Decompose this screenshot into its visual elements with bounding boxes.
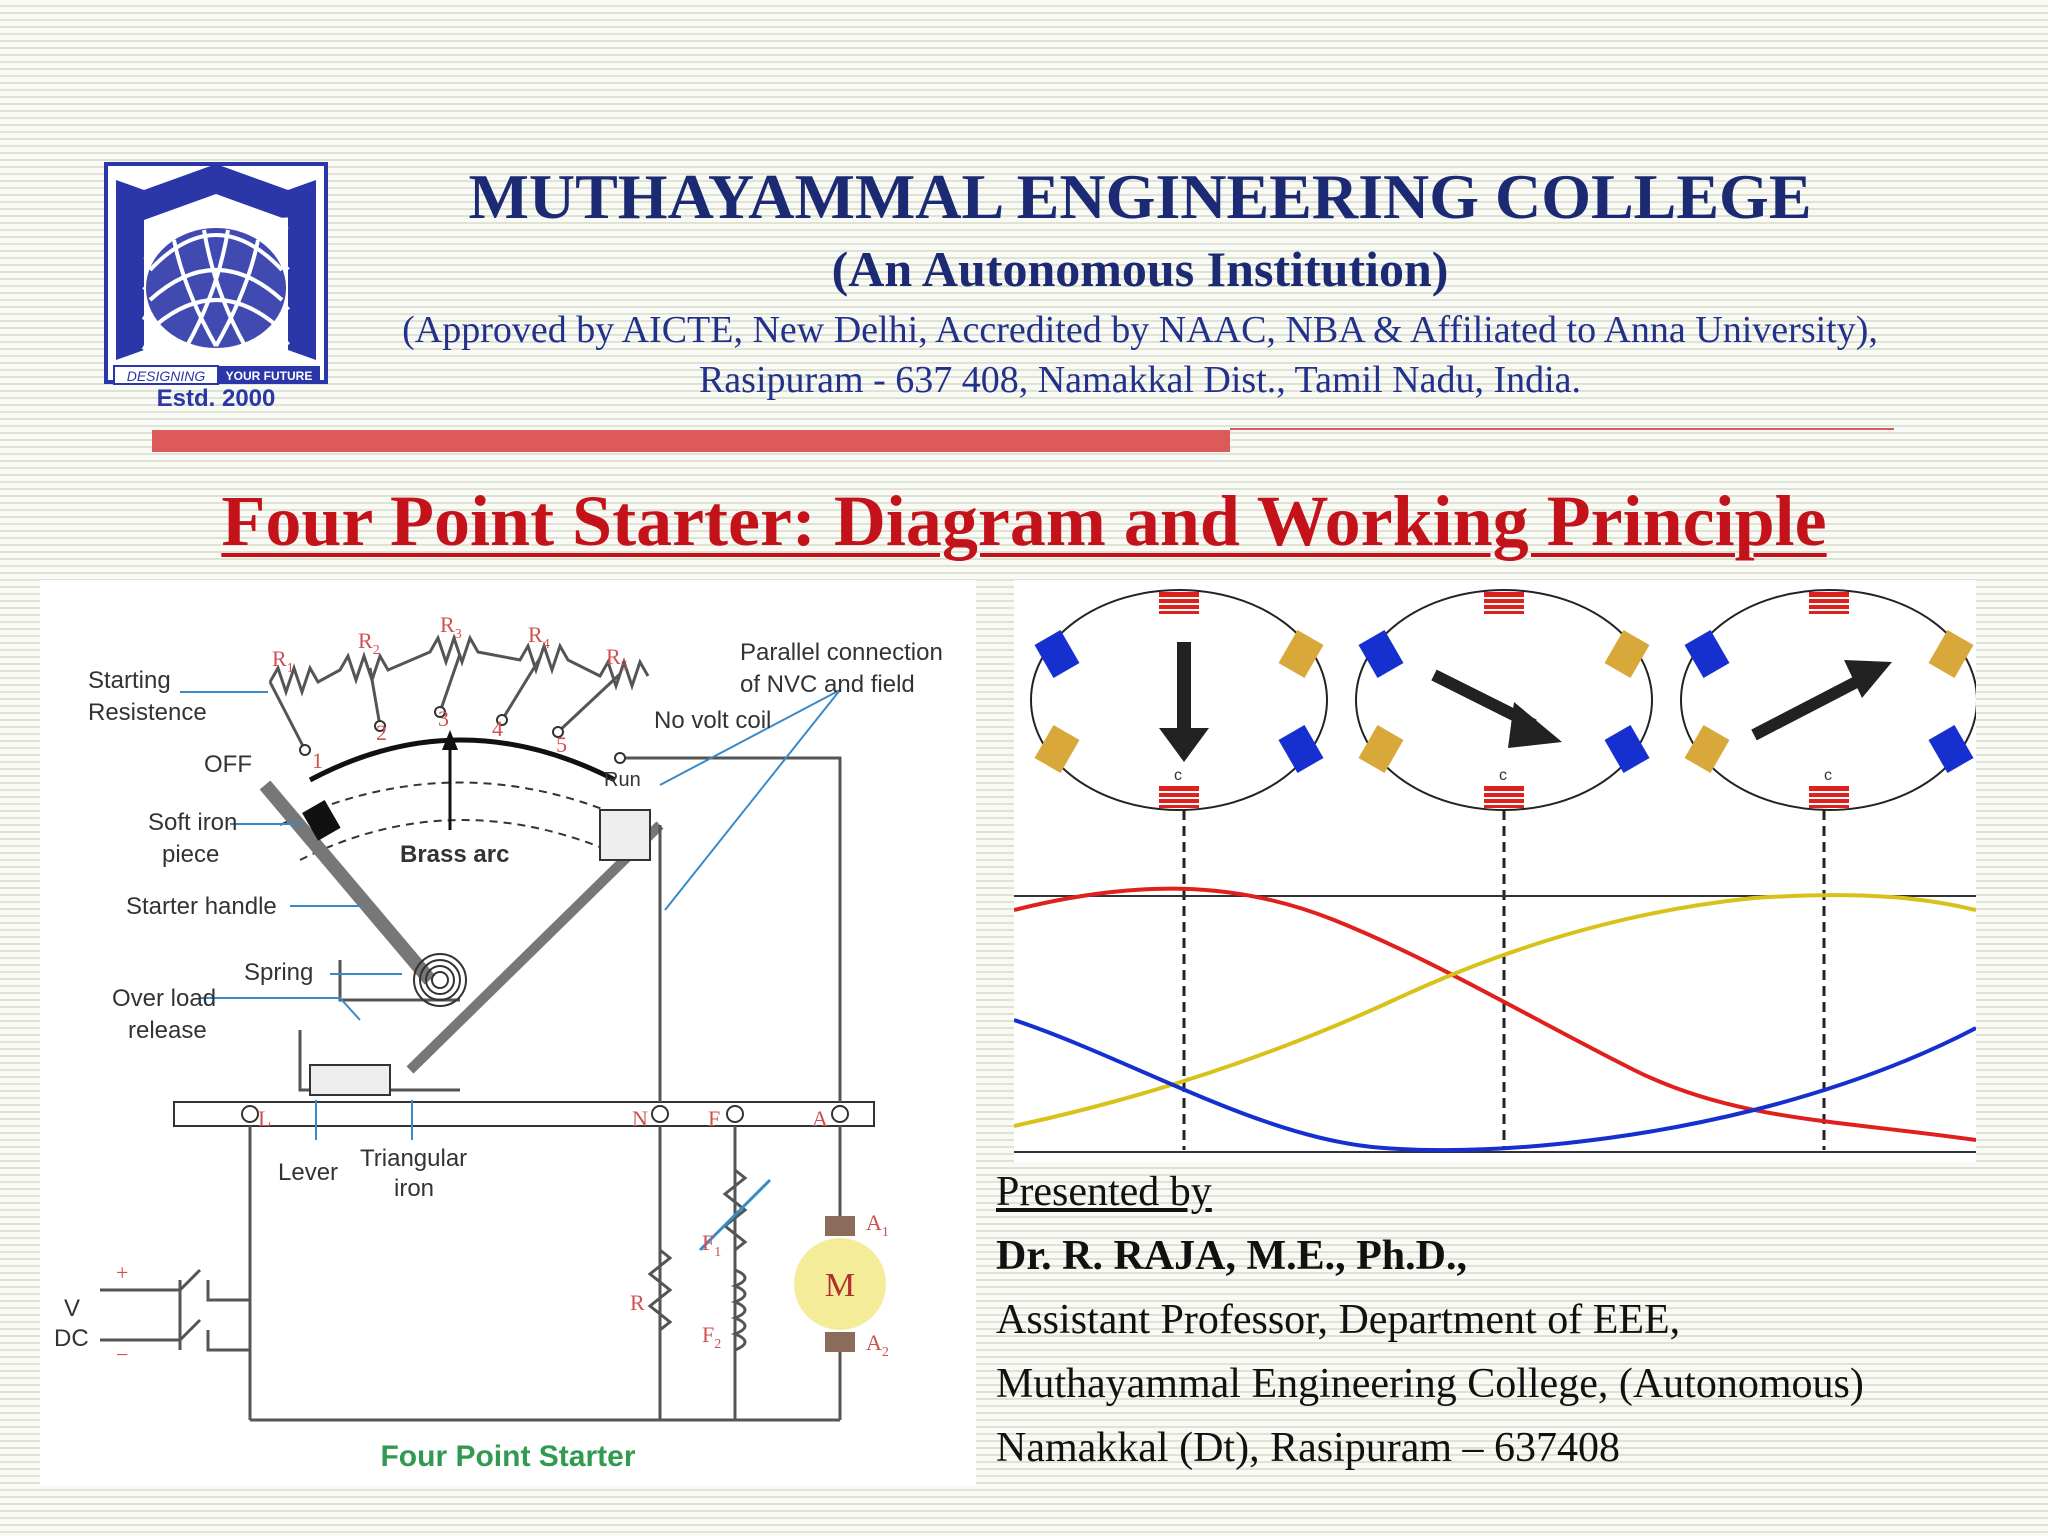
slide-title: Four Point Starter: Diagram and Working …: [221, 481, 1827, 561]
label-starting: Starting: [88, 667, 171, 694]
institution-type: (An Autonomous Institution): [831, 241, 1449, 297]
field-arrow-1: [1159, 642, 1209, 762]
stud-label-5: 5: [556, 732, 567, 757]
no-volt-coil-box: [599, 809, 651, 861]
red-phase-wave: [1013, 886, 1977, 1142]
phase-circle-1: [1030, 589, 1328, 811]
field-arrow-3: [1751, 660, 1892, 741]
college-logo: DESIGNING YOUR FUTURE Estd. 2000: [104, 160, 328, 412]
header-divider-bar: [152, 430, 1230, 452]
resistor-label-1: R1: [272, 646, 294, 676]
resistor-label-2: R2: [358, 628, 380, 658]
presenter-block: Presented by Dr. R. RAJA, M.E., Ph.D., A…: [996, 1160, 1996, 1480]
soft-iron-piece: [302, 800, 341, 841]
presenter-location: Namakkal (Dt), Rasipuram – 637408: [996, 1425, 1621, 1471]
stud-label-4: 4: [492, 716, 503, 741]
label-spring: Spring: [244, 959, 313, 986]
blue-phase-wave: [1013, 1018, 1977, 1153]
rotor-mark-3: c: [1824, 767, 1832, 784]
four-point-starter-diagram: M R1 R2 R3 R4 R5 1 2 3 4 5 Starting Resi…: [40, 580, 976, 1486]
label-f1: F1: [702, 1230, 721, 1260]
spring-coil: [413, 953, 467, 1007]
logo-motto-right: YOUR FUTURE: [226, 369, 313, 383]
presenter-designation: Assistant Professor, Department of EEE,: [996, 1297, 1681, 1343]
label-parallel-connection: Parallel connection: [740, 639, 943, 666]
label-no-volt-coil: No volt coil: [654, 707, 771, 734]
terminal-n: N: [632, 1106, 648, 1131]
label-soft-iron: Soft iron: [148, 809, 237, 836]
label-a1: A1: [866, 1210, 889, 1240]
field-arrow-2: [1431, 669, 1562, 748]
presented-by-label: Presented by: [996, 1169, 1212, 1215]
label-triangular: Triangular: [360, 1145, 467, 1172]
starting-resistance-zigzag: [268, 633, 650, 697]
terminal-l: L: [258, 1106, 271, 1131]
label-iron: iron: [394, 1175, 434, 1202]
logo-established: Estd. 2000: [157, 385, 276, 410]
logo-motto-left: DESIGNING: [127, 368, 206, 384]
motor-armature: [794, 1238, 886, 1330]
label-f2: F2: [702, 1322, 721, 1352]
header-divider-line: [1230, 428, 1894, 430]
diagram-caption: Four Point Starter: [380, 1440, 635, 1473]
stud-label-3: 3: [438, 706, 449, 731]
resistor-label-5: R5: [606, 644, 628, 674]
rotor-mark-2: c: [1499, 767, 1507, 784]
terminal-a: A: [812, 1106, 828, 1131]
overload-release-box: [309, 1064, 391, 1096]
label-r: R: [630, 1290, 645, 1315]
label-piece: piece: [162, 841, 219, 868]
label-resistence: Resistence: [88, 699, 207, 726]
label-v: V: [64, 1295, 80, 1322]
label-plus: +: [116, 1260, 128, 1285]
stud-label-2: 2: [376, 720, 387, 745]
yellow-phase-wave: [1013, 893, 1977, 1128]
presenter-college: Muthayammal Engineering College, (Autono…: [996, 1361, 1864, 1407]
label-run: Run: [604, 769, 641, 791]
address-line: Rasipuram - 637 408, Namakkal Dist., Tam…: [698, 359, 1582, 401]
accreditation-line: (Approved by AICTE, New Delhi, Accredite…: [402, 309, 1878, 351]
label-a2: A2: [866, 1330, 889, 1360]
label-lever: Lever: [278, 1159, 338, 1186]
motor-label: M: [825, 1267, 855, 1304]
label-nvc-and-field: of NVC and field: [740, 671, 915, 698]
presenter-name: Dr. R. RAJA, M.E., Ph.D.,: [996, 1233, 1467, 1279]
label-minus: −: [116, 1342, 128, 1367]
rotor-mark-1: c: [1174, 767, 1182, 784]
label-brass-arc: Brass arc: [400, 841, 509, 868]
rotating-field-diagram: c c c: [1013, 580, 1978, 1162]
label-dc: DC: [54, 1325, 89, 1352]
label-release: release: [128, 1017, 207, 1044]
label-over-load: Over load: [112, 985, 216, 1012]
resistor-label-4: R4: [528, 622, 550, 652]
label-starter-handle: Starter handle: [126, 893, 277, 920]
resistor-label-3: R3: [440, 612, 462, 642]
stud-label-1: 1: [312, 748, 323, 773]
label-off: OFF: [204, 751, 252, 778]
college-name: MUTHAYAMMAL ENGINEERING COLLEGE: [468, 161, 1812, 232]
terminal-f: F: [708, 1106, 720, 1131]
